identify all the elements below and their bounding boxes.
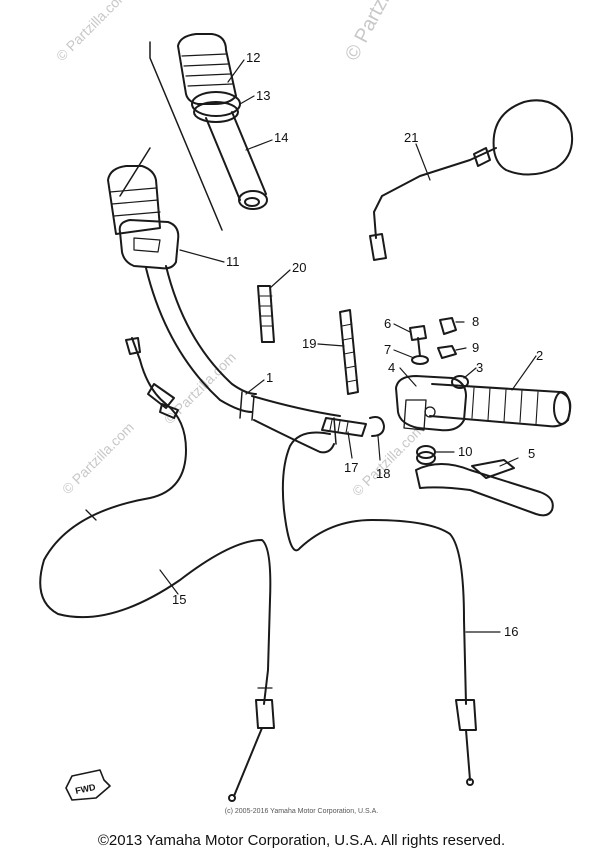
callout-20: 20: [292, 260, 306, 275]
callout-7: 7: [384, 342, 391, 357]
left-grip: [107, 165, 161, 235]
callout-18: 18: [376, 466, 390, 481]
bolt-part-6: [409, 325, 427, 357]
mirror-part-21: [369, 99, 574, 261]
grip-group-bracket-lower: [119, 147, 151, 197]
callout-9: 9: [472, 340, 479, 355]
watermark-tile: © Partzilla.com: [161, 349, 239, 427]
watermark-tile: © Partzilla.com: [53, 0, 131, 64]
watermark-tile: © Partzilla.com: [59, 419, 137, 497]
callout-labels: 1 2 3 4 5 6 7 8 9 10 11 12 13 14 15 16 1…: [74, 50, 543, 796]
callout-1: 1: [266, 370, 273, 385]
throttle-tube-part-14: [205, 111, 268, 210]
cable-band-part-19: [339, 309, 359, 395]
callout-14: 14: [274, 130, 288, 145]
callout-17: 17: [344, 460, 358, 475]
collar-part-10: [416, 445, 436, 465]
cable-part-15: [39, 337, 275, 802]
callout-8: 8: [472, 314, 479, 329]
callout-2: 2: [536, 348, 543, 363]
fwd-direction-marker: [65, 769, 111, 801]
handlebar-part-1: [145, 265, 341, 454]
small-copyright: (c) 2005-2016 Yamaha Motor Corporation, …: [224, 808, 379, 815]
adjuster-part-8: [439, 317, 457, 335]
callout-13: 13: [256, 88, 270, 103]
callout-4: 4: [388, 360, 395, 375]
grip-flange-part-13: [191, 91, 241, 123]
cable-band-part-20: [257, 285, 275, 343]
callout-12: 12: [246, 50, 260, 65]
callout-19: 19: [302, 336, 316, 351]
switch-housing-part-11: [118, 219, 180, 270]
callout-11: 11: [226, 254, 240, 269]
cable-holder-part-18: [369, 416, 385, 437]
callout-3: 3: [476, 360, 483, 375]
leader-lines: [159, 59, 537, 633]
fwd-label: FWD: [74, 782, 97, 796]
main-copyright: ©2013 Yamaha Motor Corporation, U.S.A. A…: [97, 832, 506, 849]
callout-15: 15: [172, 592, 186, 607]
watermark-group: © Partzilla © Partzilla.com © Partzilla.…: [53, 0, 427, 499]
watermark-corner: © Partzilla: [341, 0, 404, 64]
grip-group-bracket: [149, 41, 223, 231]
clutch-lever-part-5: [415, 459, 554, 517]
callout-5: 5: [528, 446, 535, 461]
callout-6: 6: [384, 316, 391, 331]
callout-21: 21: [404, 130, 418, 145]
callout-10: 10: [458, 444, 472, 459]
left-grip-part-2: [429, 383, 572, 428]
cable-part-16: [281, 431, 477, 786]
lever-holder-part-4: [395, 375, 469, 432]
cable-adjuster-part-17: [321, 417, 367, 437]
locknut-part-9: [437, 345, 457, 359]
watermark-tile: © Partzilla.com: [349, 421, 427, 499]
callout-16: 16: [504, 624, 518, 639]
washer-part-7: [411, 355, 429, 365]
